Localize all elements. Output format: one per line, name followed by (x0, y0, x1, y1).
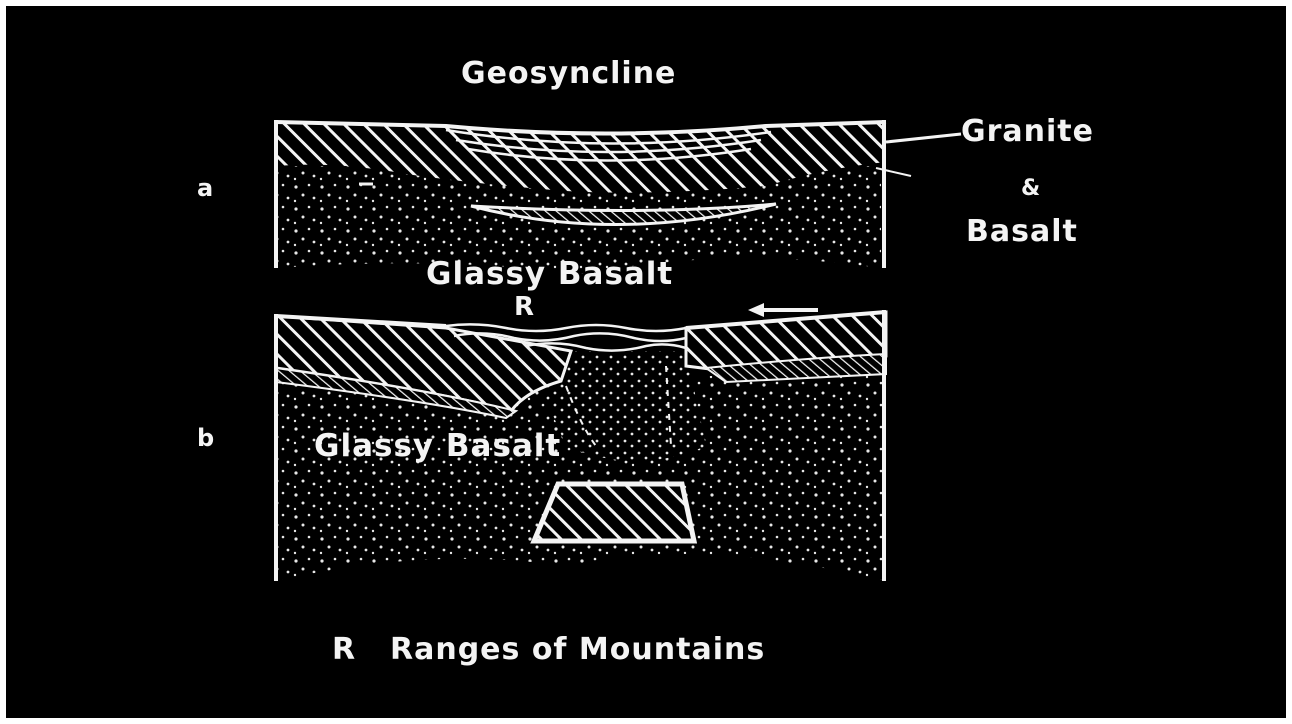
panel-a-letter: a (197, 174, 214, 202)
range-marker-label: R (514, 292, 535, 322)
basalt-leader-line (876, 168, 911, 176)
panel-b-glassy-basalt-label: Glassy Basalt (314, 428, 561, 464)
panel-b-sunken-block (534, 484, 694, 541)
granite-leader-line (886, 134, 961, 142)
compression-arrow-icon (748, 303, 818, 317)
panel-b-letter: b (197, 424, 215, 452)
panel-a-glassy-basalt-label: Glassy Basalt (426, 256, 673, 292)
basalt-label: Basalt (966, 214, 1078, 249)
granite-label: Granite (961, 114, 1094, 149)
panel-a (276, 120, 961, 274)
legend-key: R (332, 632, 356, 667)
diagram-frame: Geosyncline Granite & Basalt a Glassy Ba… (6, 6, 1286, 718)
diagram-title: Geosyncline (461, 56, 676, 91)
geosyncline-diagram (6, 6, 1286, 718)
ampersand-label: & (1021, 176, 1041, 201)
legend-text: Ranges of Mountains (390, 632, 765, 667)
